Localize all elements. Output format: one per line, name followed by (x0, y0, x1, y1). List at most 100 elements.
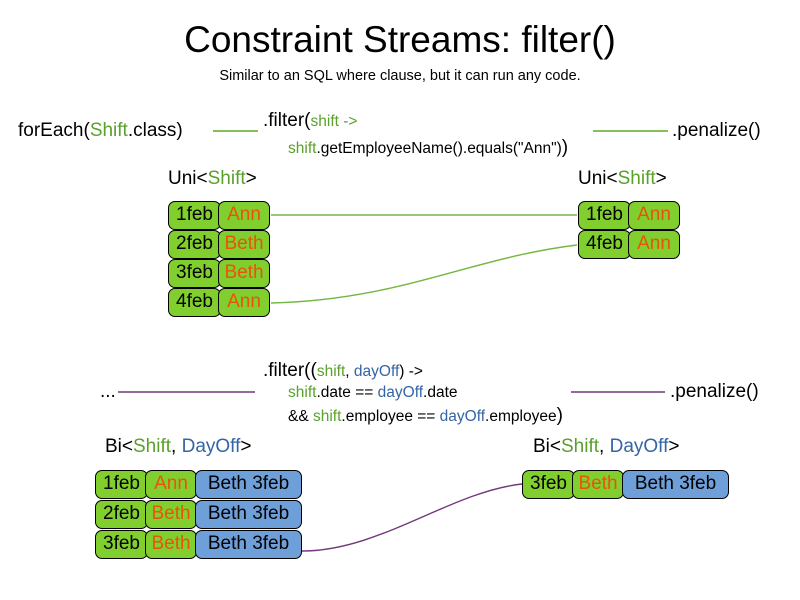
shift-date-box: 3feb (522, 470, 575, 499)
dayoff-box: Beth 3feb (195, 530, 302, 559)
uni-source-type: Shift (89, 120, 128, 141)
shift-name-box: Beth (218, 259, 270, 288)
uni-filter-prefix: .filter( (263, 110, 311, 131)
bi-filter-line2-param1: shift (288, 384, 317, 401)
shift-date-text: 2feb (103, 503, 140, 524)
shift-date-box: 1feb (578, 201, 631, 230)
bi-right-stream-suffix: > (668, 436, 680, 457)
shift-name-box: Ann (218, 288, 270, 317)
shift-date-box: 3feb (95, 530, 148, 559)
bi-filter-line3-prefix: && (288, 408, 313, 425)
shift-date-box: 1feb (168, 201, 221, 230)
bi-source-label: ... (100, 381, 116, 402)
bi-filter-line3-mid: .employee == (341, 408, 440, 425)
dayoff-text: Beth 3feb (207, 473, 290, 494)
shift-date-box: 2feb (95, 500, 148, 529)
shift-name-box: Beth (218, 230, 270, 259)
bi-left-stream-label: Bi<Shift, DayOff> (105, 436, 251, 458)
uni-right-stream-prefix: Uni< (578, 168, 618, 189)
shift-date-box: 2feb (168, 230, 221, 259)
uni-left-stream-suffix: > (245, 168, 257, 189)
shift-name-text: Beth (151, 533, 191, 554)
bi-filter-line3-param1: shift (312, 408, 342, 425)
uni-filter-param: shift -> (310, 113, 358, 130)
bi-filter-line3-close: ) (556, 405, 563, 426)
bi-filter-comma: , (345, 363, 354, 380)
bi-filter-line3-end: .employee (485, 408, 557, 425)
shift-name-text: Ann (154, 473, 188, 494)
bi-filter-param1: shift (316, 363, 346, 380)
page-subtitle: Similar to an SQL where clause, but it c… (219, 68, 581, 84)
dayoff-box: Beth 3feb (195, 500, 302, 529)
bi-right-stream-comma: , (599, 436, 610, 457)
bi-filter-suffix: ) -> (399, 363, 423, 380)
uni-filter-line2-body: .getEmployeeName().equals("Ann") (316, 140, 562, 157)
dayoff-box: Beth 3feb (622, 470, 729, 499)
shift-date-text: 1feb (103, 473, 140, 494)
shift-date-text: 3feb (176, 262, 213, 283)
shift-date-box: 1feb (95, 470, 148, 499)
page-title: Constraint Streams: filter() (184, 19, 616, 60)
bi-filter-line-1: .filter((shift, dayOff) -> (263, 360, 423, 382)
dayoff-text: Beth 3feb (207, 503, 290, 524)
shift-date-box: 4feb (168, 288, 221, 317)
shift-name-box: Ann (628, 201, 680, 230)
bi-filter-param2: dayOff (353, 363, 400, 380)
shift-date-text: 3feb (103, 533, 140, 554)
uni-filter-line2-close: ) (561, 137, 569, 158)
bi-left-stream-comma: , (171, 436, 182, 457)
uni-source-suffix: .class) (127, 120, 183, 141)
uni-left-stream-label: Uni<Shift> (168, 168, 257, 190)
shift-date-text: 1feb (176, 204, 213, 225)
shift-date-text: 3feb (530, 473, 567, 494)
uni-left-stream-type: Shift (207, 168, 246, 189)
bi-filter-prefix: .filter(( (263, 360, 317, 381)
shift-date-box: 4feb (578, 230, 631, 259)
bi-left-stream-prefix: Bi< (105, 436, 133, 457)
shift-name-box: Ann (218, 201, 270, 230)
uni-penalize-label: .penalize() (672, 120, 761, 141)
uni-right-stream-label: Uni<Shift> (578, 168, 667, 190)
shift-date-text: 4feb (176, 291, 213, 312)
shift-name-box: Ann (628, 230, 680, 259)
uni-filter-line-1: .filter(shift -> (263, 110, 357, 132)
bi-filter-line-2: shift.date == dayOff.date (288, 383, 458, 402)
uni-source-label: forEach(Shift.class) (18, 120, 183, 142)
bi-left-stream-type1: Shift (133, 436, 172, 457)
uni-right-stream-type: Shift (617, 168, 656, 189)
connector-uni-tuple-4feb (270, 244, 578, 304)
connector-bi-tuple-3feb (301, 483, 523, 552)
bi-right-stream-label: Bi<Shift, DayOff> (533, 436, 679, 458)
dayoff-text: Beth 3feb (634, 473, 717, 494)
bi-right-stream-type2: DayOff (609, 436, 669, 457)
shift-name-text: Ann (227, 204, 261, 225)
bi-filter-line2-end: .date (423, 384, 458, 401)
shift-name-text: Ann (637, 233, 671, 254)
shift-name-text: Beth (151, 503, 191, 524)
uni-source-prefix: forEach( (18, 120, 90, 141)
bi-filter-line2-param2: dayOff (377, 384, 424, 401)
shift-date-text: 1feb (586, 204, 623, 225)
uni-filter-line2-param: shift (288, 140, 317, 157)
shift-name-text: Beth (224, 233, 264, 254)
shift-name-text: Beth (224, 262, 264, 283)
shift-date-text: 4feb (586, 233, 623, 254)
bi-right-stream-type1: Shift (561, 436, 600, 457)
dayoff-box: Beth 3feb (195, 470, 302, 499)
shift-name-text: Beth (578, 473, 618, 494)
bi-left-stream-suffix: > (240, 436, 252, 457)
shift-date-box: 3feb (168, 259, 221, 288)
bi-right-stream-prefix: Bi< (533, 436, 561, 457)
dayoff-text: Beth 3feb (207, 533, 290, 554)
bi-filter-line2-mid: .date == (316, 384, 378, 401)
shift-date-text: 2feb (176, 233, 213, 254)
bi-filter-line3-param2: dayOff (439, 408, 486, 425)
uni-right-stream-suffix: > (655, 168, 667, 189)
uni-left-stream-prefix: Uni< (168, 168, 208, 189)
bi-filter-line-3: && shift.employee == dayOff.employee) (288, 406, 563, 426)
shift-name-text: Ann (637, 204, 671, 225)
shift-name-box: Ann (145, 470, 197, 499)
shift-name-text: Ann (227, 291, 261, 312)
bi-left-stream-type2: DayOff (181, 436, 241, 457)
